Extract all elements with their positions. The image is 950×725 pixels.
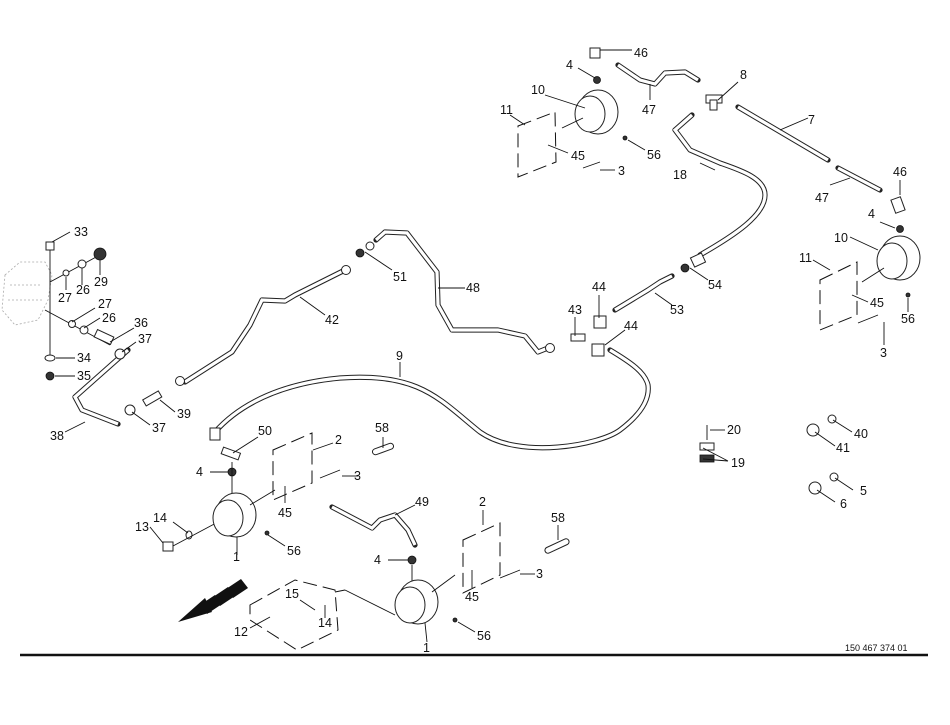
callout-37: 37 — [152, 421, 166, 435]
callout-39: 39 — [177, 407, 191, 421]
callout-45: 45 — [870, 296, 884, 310]
callout-12: 12 — [234, 625, 248, 639]
callout-35: 35 — [77, 369, 91, 383]
pipe-47-right — [835, 165, 883, 193]
callout-20: 20 — [727, 423, 741, 437]
pipe-48 — [373, 229, 551, 355]
callout-13: 13 — [135, 520, 149, 534]
callout-43: 43 — [568, 303, 582, 317]
callout-27: 27 — [98, 297, 112, 311]
brake-chamber-1-bottom — [394, 574, 456, 625]
callout-3: 3 — [536, 567, 543, 581]
callout-34: 34 — [77, 351, 91, 365]
callout-49: 49 — [415, 495, 429, 509]
callout-45: 45 — [465, 590, 479, 604]
pipe-38 — [72, 347, 131, 427]
callout-37: 37 — [138, 332, 152, 346]
pipe-53 — [612, 273, 675, 313]
callout-29: 29 — [94, 275, 108, 289]
valve-block-outline — [1, 261, 53, 326]
callout-4: 4 — [374, 553, 381, 567]
pipe-7 — [735, 104, 831, 163]
pipe-42 — [182, 267, 348, 385]
callout-47: 47 — [815, 191, 829, 205]
callout-56: 56 — [901, 312, 915, 326]
brake-chamber-1-left — [212, 489, 276, 538]
direction-arrow-icon — [178, 579, 248, 622]
pipes — [72, 62, 883, 548]
callout-58: 58 — [375, 421, 389, 435]
callout-27: 27 — [58, 291, 72, 305]
callout-33: 33 — [74, 225, 88, 239]
callout-11: 11 — [500, 103, 513, 117]
callout-2: 2 — [479, 495, 486, 509]
callout-38: 38 — [50, 429, 64, 443]
pipe-18 — [672, 112, 768, 258]
callout-47: 47 — [642, 103, 656, 117]
callout-15: 15 — [285, 587, 299, 601]
document-number: 150 467 374 01 — [845, 643, 908, 653]
callout-4: 4 — [196, 465, 203, 479]
callout-40: 40 — [854, 427, 868, 441]
callout-14: 14 — [153, 511, 167, 525]
callout-18: 18 — [673, 168, 687, 182]
pipe-47-top — [615, 62, 701, 87]
kit-frames — [249, 111, 858, 651]
callout-2: 2 — [335, 433, 342, 447]
callout-4: 4 — [566, 58, 573, 72]
callout-14: 14 — [318, 616, 332, 630]
callout-5: 5 — [860, 484, 867, 498]
callout-48: 48 — [466, 281, 480, 295]
callout-56: 56 — [647, 148, 661, 162]
callout-42: 42 — [325, 313, 339, 327]
callout-50: 50 — [258, 424, 272, 438]
callout-3: 3 — [618, 164, 625, 178]
callout-3: 3 — [880, 346, 887, 360]
callout-10: 10 — [834, 231, 848, 245]
brake-chamber-10-top — [561, 89, 619, 135]
callout-8: 8 — [740, 68, 747, 82]
callout-19: 19 — [731, 456, 745, 470]
callout-41: 41 — [836, 441, 850, 455]
leader-lines — [51, 49, 909, 643]
callout-36: 36 — [134, 316, 148, 330]
callout-26: 26 — [76, 283, 90, 297]
callout-56: 56 — [287, 544, 301, 558]
callout-26: 26 — [102, 311, 116, 325]
callout-54: 54 — [708, 278, 722, 292]
callout-46: 46 — [893, 165, 907, 179]
callout-7: 7 — [808, 113, 815, 127]
callout-3: 3 — [354, 469, 361, 483]
callout-56: 56 — [477, 629, 491, 643]
callout-6: 6 — [840, 497, 847, 511]
callout-44: 44 — [592, 280, 606, 294]
callouts: 33 29 27 26 27 26 36 37 34 35 38 37 39 4… — [50, 46, 915, 655]
pipe-9 — [212, 347, 651, 451]
callout-4: 4 — [868, 207, 875, 221]
callout-1: 1 — [233, 550, 240, 564]
callout-44: 44 — [624, 319, 638, 333]
callout-1: 1 — [423, 641, 430, 655]
pipe-49 — [329, 504, 418, 548]
callout-53: 53 — [670, 303, 684, 317]
callout-9: 9 — [396, 349, 403, 363]
callout-45: 45 — [278, 506, 292, 520]
brake-chamber-10-right — [861, 235, 921, 283]
callout-46: 46 — [634, 46, 648, 60]
callout-10: 10 — [531, 83, 545, 97]
callout-11: 11 — [799, 251, 812, 265]
callout-51: 51 — [393, 270, 407, 284]
callout-45: 45 — [571, 149, 585, 163]
callout-58: 58 — [551, 511, 565, 525]
